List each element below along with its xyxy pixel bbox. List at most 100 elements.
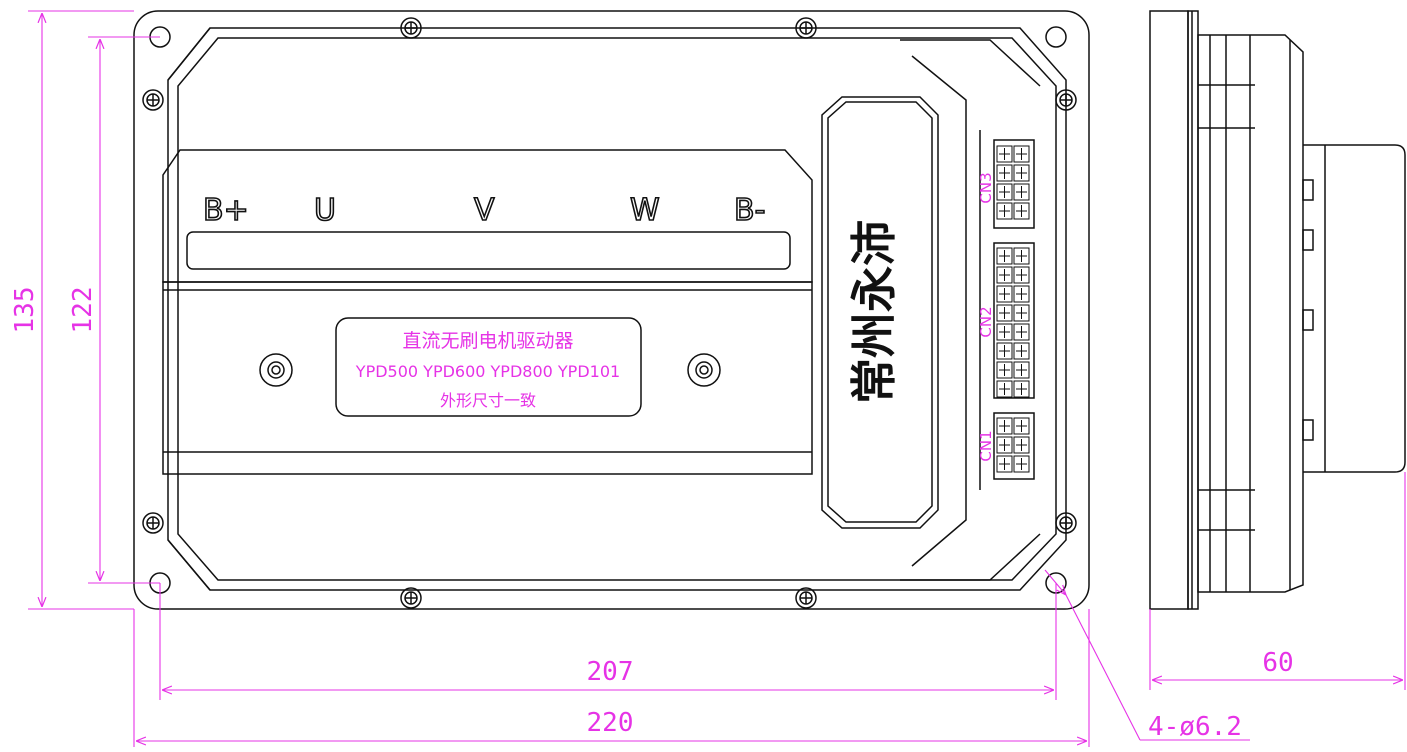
screw-bottom-right bbox=[795, 587, 817, 609]
brand-plate-inner bbox=[827, 101, 933, 523]
connector-cn2-pin-mark bbox=[1016, 307, 1027, 319]
screw-bottom-left bbox=[400, 587, 422, 609]
connector-label-cn3: CN3 bbox=[977, 172, 995, 203]
nameplate-frame bbox=[335, 317, 642, 417]
nameplate: 直流无刷电机驱动器 YPD500 YPD600 YPD800 YPD101 外形… bbox=[355, 330, 620, 410]
dim-height-outer: 135 bbox=[10, 287, 40, 334]
terminal-labels: B+ U V W B- bbox=[202, 192, 766, 229]
dim-depth: 60 bbox=[1262, 648, 1293, 678]
connector-cn2-pin bbox=[996, 342, 1013, 360]
connector-cn1-pin-mark bbox=[999, 458, 1010, 470]
connector-cn3-pin-mark bbox=[999, 186, 1010, 198]
connector-cn1-pin bbox=[1013, 436, 1030, 454]
connector-cn3-pin-mark bbox=[1016, 186, 1027, 198]
connector-label-cn1: CN1 bbox=[977, 430, 995, 461]
connector-cn2-pin-mark bbox=[1016, 383, 1027, 395]
outer-flange bbox=[133, 10, 1090, 610]
side-connector-block bbox=[1303, 144, 1406, 473]
connector-cn2-pin-mark bbox=[1016, 269, 1027, 281]
connector-cn3-pin bbox=[1013, 202, 1030, 220]
connector-cn2-pin-mark bbox=[999, 383, 1010, 395]
connector-cn2-pin-mark bbox=[1016, 345, 1027, 357]
terminal-w: W bbox=[630, 193, 660, 228]
dimension-labels: 135 122 207 220 60 4-ø6.2 bbox=[10, 287, 1294, 742]
brand-label: 常州永沛 bbox=[847, 220, 901, 404]
connector-cn2-pin-mark bbox=[999, 326, 1010, 338]
connector-cn2-pin-mark bbox=[999, 250, 1010, 262]
connector-cn1-pin-mark bbox=[1016, 439, 1027, 451]
boss-right bbox=[687, 353, 721, 387]
side-view bbox=[1149, 10, 1406, 610]
connector-pins bbox=[996, 145, 1030, 473]
connector-cn2-pin bbox=[1013, 285, 1030, 303]
connector-cn2-pin-mark bbox=[1016, 326, 1027, 338]
connector-cn2-body bbox=[993, 242, 1035, 399]
nameplate-note: 外形尺寸一致 bbox=[440, 391, 536, 410]
connector-cn3-pin-mark bbox=[999, 205, 1010, 217]
connector-cn3-pin bbox=[996, 183, 1013, 201]
dim-width-inner: 207 bbox=[587, 657, 634, 687]
connector-cn3-pin bbox=[996, 164, 1013, 182]
connector-cn3-pin-mark bbox=[1016, 205, 1027, 217]
terminal-b-plus: B+ bbox=[203, 193, 249, 228]
connector-cn2-pin-mark bbox=[999, 345, 1010, 357]
dim-height-inner: 122 bbox=[68, 287, 98, 334]
connector-cn1-pin-mark bbox=[999, 420, 1010, 432]
connector-cn2-pin-mark bbox=[1016, 288, 1027, 300]
connector-cn1-pin bbox=[1013, 417, 1030, 435]
brand-text: 常州永沛 bbox=[847, 220, 901, 404]
connector-cn3-pin-mark bbox=[999, 167, 1010, 179]
connector-cn1-pin bbox=[996, 455, 1013, 473]
connector-cn2-pin-mark bbox=[999, 288, 1010, 300]
connector-cn2-pin bbox=[1013, 247, 1030, 265]
nameplate-models: YPD500 YPD600 YPD800 YPD101 bbox=[355, 362, 620, 381]
connector-cn3-pin bbox=[1013, 183, 1030, 201]
nameplate-title: 直流无刷电机驱动器 bbox=[402, 330, 573, 352]
screw-left-upper bbox=[142, 89, 164, 111]
housing-outline bbox=[167, 27, 1067, 591]
side-body bbox=[1197, 34, 1304, 593]
connector-cn3-pin-mark bbox=[1016, 167, 1027, 179]
connector-cn1-pin bbox=[996, 436, 1013, 454]
connector-cn3-pin bbox=[996, 202, 1013, 220]
connector-cn2-pin bbox=[996, 380, 1013, 398]
brand-plate bbox=[821, 96, 939, 529]
connector-cn2-pin-mark bbox=[1016, 250, 1027, 262]
connector-labels: CN3 CN2 CN1 bbox=[977, 172, 995, 461]
connector-cn1-pin-mark bbox=[999, 439, 1010, 451]
dim-width-outer: 220 bbox=[587, 708, 634, 738]
dimension-lines bbox=[28, 10, 1406, 747]
connector-cn1-body bbox=[993, 412, 1035, 480]
housing-inner bbox=[177, 37, 1057, 581]
terminal-b-minus: B- bbox=[734, 193, 765, 228]
connector-cn2-pin-mark bbox=[1016, 364, 1027, 376]
side-flange bbox=[1149, 10, 1189, 610]
connector-cn3-pin bbox=[996, 145, 1013, 163]
connector-cn2-pin bbox=[996, 323, 1013, 341]
terminal-u: U bbox=[314, 193, 336, 228]
connector-cn2-pin-mark bbox=[999, 269, 1010, 281]
connector-cn2-pin-mark bbox=[999, 364, 1010, 376]
boss-left bbox=[259, 353, 293, 387]
connector-cn3-pin-mark bbox=[1016, 148, 1027, 160]
connector-cn1-pin bbox=[996, 417, 1013, 435]
connector-cn2-pin bbox=[1013, 342, 1030, 360]
connector-cn2-pin bbox=[1013, 380, 1030, 398]
mount-hole-tr bbox=[1045, 26, 1067, 48]
connector-cn2-pin-mark bbox=[999, 307, 1010, 319]
connector-cn1-pin bbox=[1013, 455, 1030, 473]
terminal-slot bbox=[186, 231, 791, 270]
connector-cn3-pin bbox=[1013, 145, 1030, 163]
connector-cn2-pin bbox=[996, 285, 1013, 303]
screw-right-upper bbox=[1055, 89, 1077, 111]
connector-cn2-pin bbox=[1013, 266, 1030, 284]
connector-cn3-pin-mark bbox=[999, 148, 1010, 160]
connector-cn2-pin bbox=[996, 266, 1013, 284]
screw-left-lower bbox=[142, 512, 164, 534]
connector-cn2-pin bbox=[996, 247, 1013, 265]
connector-cn1-pin-mark bbox=[1016, 420, 1027, 432]
connector-label-cn2: CN2 bbox=[977, 306, 995, 337]
connector-cn1-pin-mark bbox=[1016, 458, 1027, 470]
